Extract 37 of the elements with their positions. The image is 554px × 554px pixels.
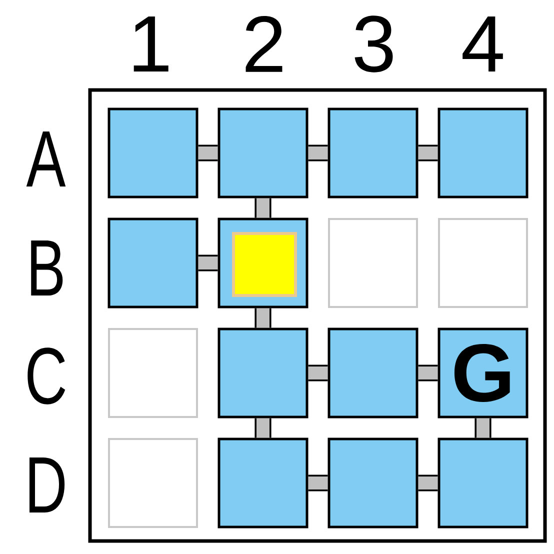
tile [218, 108, 308, 198]
row-label: D [29, 457, 65, 513]
tile [328, 328, 418, 418]
row-label: B [31, 240, 63, 296]
column-label: 2 [246, 16, 282, 72]
empty-tile [328, 218, 418, 308]
tile [438, 108, 528, 198]
connector-bar [308, 144, 328, 162]
connector-bar [198, 254, 218, 272]
lettered-tile: G [438, 328, 528, 418]
connector-bar [474, 418, 492, 438]
column-label: 1 [134, 16, 168, 72]
tile [108, 108, 198, 198]
board-frame [88, 88, 547, 543]
connector-bar [308, 364, 328, 382]
tile [328, 438, 418, 528]
connector-bar [254, 308, 272, 328]
tile [218, 328, 308, 418]
connector-bar [418, 364, 438, 382]
connector-bar [308, 474, 328, 492]
connector-bar [418, 474, 438, 492]
empty-tile [108, 328, 198, 418]
column-label: 4 [462, 16, 503, 72]
connector-bar [254, 198, 272, 218]
row-label: C [28, 348, 66, 404]
row-label: A [26, 131, 66, 187]
tile [328, 108, 418, 198]
marker-square [232, 232, 297, 297]
empty-tile [438, 218, 528, 308]
tile [438, 438, 528, 528]
connector-bar [418, 144, 438, 162]
empty-tile [108, 438, 198, 528]
tile [218, 438, 308, 528]
connector-bar [254, 418, 272, 438]
column-label: 3 [354, 16, 393, 72]
tile [108, 218, 198, 308]
connector-bar [198, 144, 218, 162]
